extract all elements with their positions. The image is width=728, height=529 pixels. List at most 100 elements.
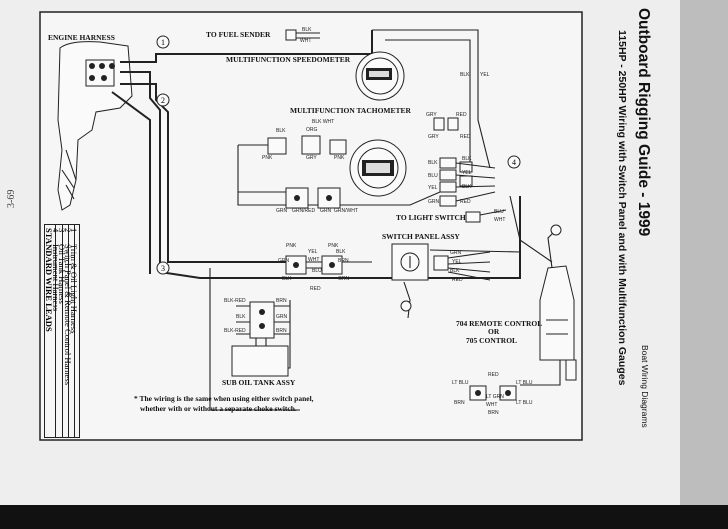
switch-panel-connectors (285, 255, 372, 275)
wire-tag: BLU (494, 209, 504, 215)
wire-tag: BLU (428, 173, 438, 179)
callout-1 (156, 35, 170, 49)
callout-3 (156, 261, 170, 275)
wire-tag: BRN (276, 298, 287, 304)
wire-tag: RED (460, 199, 471, 205)
legend-item-4-number: 4 (51, 228, 61, 233)
wire-tag: RED (452, 277, 463, 283)
wire-tag: WHT (300, 38, 311, 44)
wire-tag: RED (456, 112, 467, 118)
wire-tag: GRN (320, 208, 332, 214)
wire-tag: BLK (462, 184, 472, 190)
wire-tag: GRN (276, 314, 288, 320)
wire-tag: PNK (262, 155, 273, 161)
wire-tag: BLK-RED (224, 328, 246, 334)
wire-tag: LT BLU (516, 400, 533, 406)
wire-tag: BLU (312, 268, 322, 274)
speedometer-gauge (355, 51, 405, 101)
wire-tag: BRN (276, 328, 287, 334)
remote-connectors (469, 385, 517, 401)
fuel-sender-connector (285, 29, 320, 41)
callout-4-number: 4 (512, 158, 516, 167)
fuel-sender-label: TO FUEL SENDER (206, 30, 271, 39)
tach-connectors (267, 135, 347, 209)
sub-oil-tank-label: SUB OIL TANK ASSY (222, 378, 296, 387)
page-subtitle: 115HP - 250HP Wiring with Switch Panel a… (616, 30, 628, 386)
engine-harness-label: ENGINE HARNESS (48, 33, 115, 42)
wire-tag: GRN (278, 258, 290, 264)
tachometer-label: MULTIFUNCTION TACHOMETER (290, 106, 412, 115)
standard-wire-leads-legend: STANDARD WIRE LEADS 1 Trim & Oil Light H… (44, 224, 80, 438)
wire-tag: YEL (462, 170, 472, 176)
wire-tag: BLK-RED (224, 298, 246, 304)
wire-tag: ORG (306, 127, 318, 133)
note-line-1: * The wiring is the same when using eith… (134, 394, 314, 403)
wire-tag: BLK (302, 27, 312, 33)
wire-tag: BLK (282, 276, 292, 282)
wire-tag: BLK WHT (312, 119, 334, 125)
wire-tag: PNK (328, 243, 339, 249)
wire-tag: BLK (236, 314, 246, 320)
wire-tag: BRN (338, 258, 349, 264)
gauge-stack-connectors (433, 117, 496, 207)
wire-tag: GRY (426, 112, 437, 118)
wire-tag: RED (488, 372, 499, 378)
wire-tag: YEL (428, 185, 438, 191)
callout-3-number: 3 (161, 264, 165, 273)
wire-tag: BLK (450, 268, 460, 274)
switch-panel (391, 243, 491, 319)
wire-tag: BLK (336, 249, 346, 255)
wire-tag: BLK (462, 156, 472, 162)
legend-item-4-label: Instrument Harness (51, 244, 61, 312)
wire-tag: GRN (450, 250, 462, 256)
side-label: Boat Wiring Diagrams (640, 345, 650, 428)
bottom-shadow (0, 505, 728, 529)
page-edge (680, 0, 728, 529)
wire-tag: RED (460, 134, 471, 140)
wire-tag: PNK (334, 155, 345, 161)
wire-tag: LT BLU (452, 380, 469, 386)
callout-2-number: 2 (161, 96, 165, 105)
wire-tag: BLK (276, 128, 286, 134)
wire-tag: GRY (428, 134, 439, 140)
wire-tag: LT GRN (486, 394, 504, 400)
wire-tag: BRN (454, 400, 465, 406)
wire-tag: RED (310, 286, 321, 292)
wire-tag: YEL (452, 259, 462, 265)
wire-tag: WHT (486, 402, 497, 408)
note-line-2: whether with or without a separate choke… (140, 404, 297, 413)
switch-panel-label: SWITCH PANEL ASSY (382, 232, 460, 241)
wire-tag: BRN (488, 410, 499, 416)
wire-tag: YEL (480, 72, 490, 78)
wire-harness-runs (111, 29, 561, 411)
speedometer-label: MULTIFUNCTION SPEEDOMETER (226, 55, 351, 64)
callout-4 (507, 155, 521, 169)
wire-tag: GRN (276, 208, 288, 214)
remote-control (539, 224, 577, 381)
wire-tag: YEL (308, 249, 318, 255)
wire-tag: WHT (308, 257, 319, 263)
sub-oil-tank (231, 301, 290, 377)
page-title: Outboard Rigging Guide - 1999 (635, 8, 652, 237)
callout-2 (156, 93, 170, 107)
page-number: 3-69 (6, 189, 17, 208)
wire-tag: GRY (306, 155, 317, 161)
wire-tag: BLK (460, 72, 470, 78)
wire-tag: PNK (286, 243, 297, 249)
or-label: OR (488, 327, 500, 336)
remote-705-label: 705 CONTROL (466, 336, 517, 345)
wire-tag: WHT (494, 217, 505, 223)
wire-tag: GRN/RED (292, 208, 315, 214)
wire-tag: LT BLU (516, 380, 533, 386)
wire-tag: GRN (428, 199, 440, 205)
callout-1-number: 1 (161, 38, 165, 47)
light-switch-connector (465, 209, 507, 223)
tachometer-gauge (349, 139, 407, 197)
remote-704-label: 704 REMOTE CONTROL (456, 319, 542, 328)
wire-tag: GRN/WHT (334, 208, 358, 214)
wire-tag: GRN (338, 276, 350, 282)
light-switch-label: TO LIGHT SWITCH (396, 213, 466, 222)
wire-tag: BLK (428, 160, 438, 166)
